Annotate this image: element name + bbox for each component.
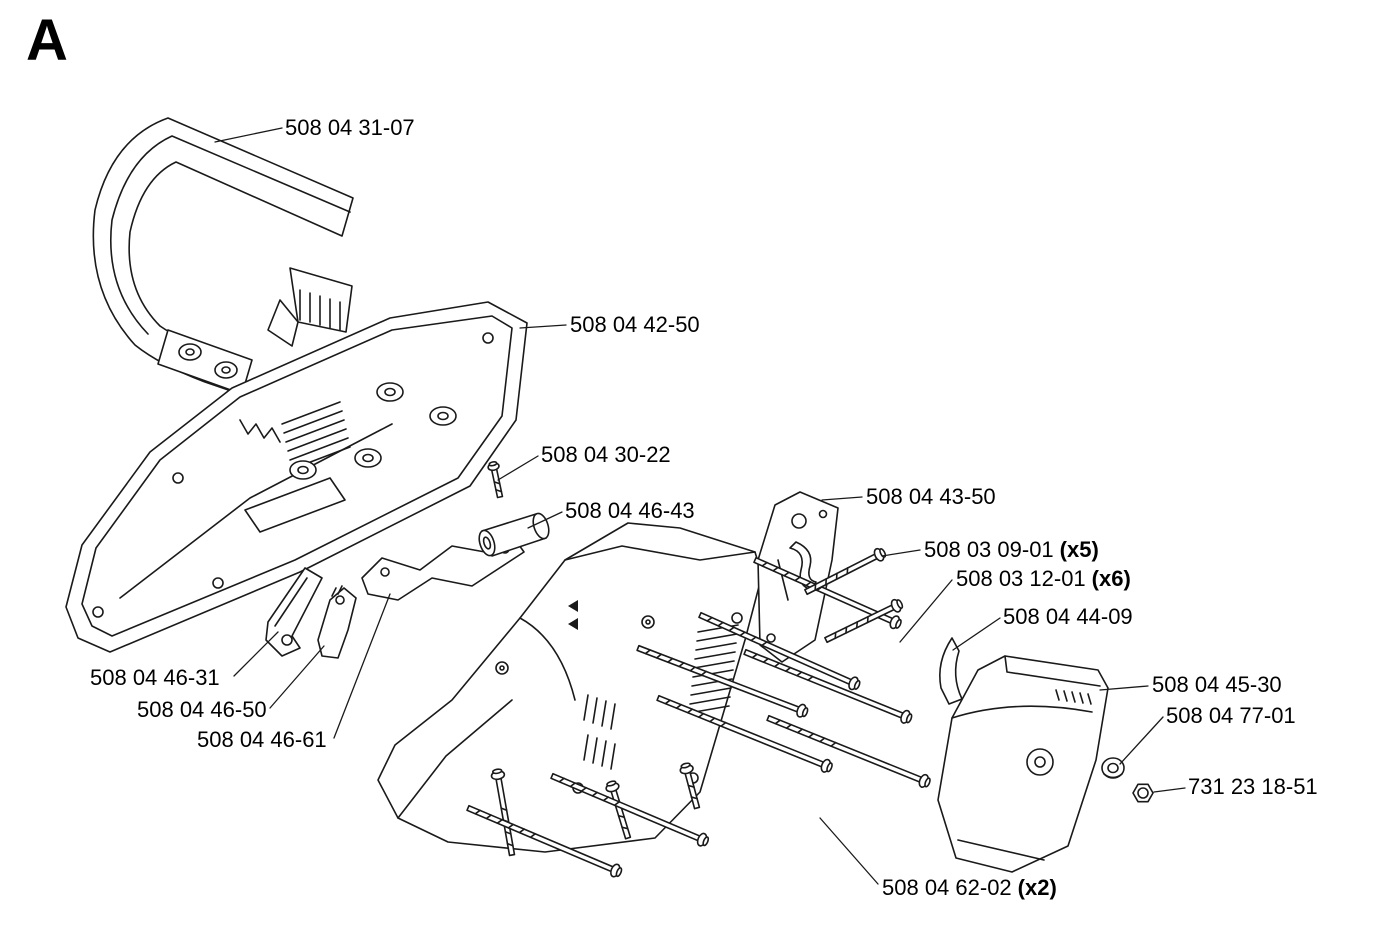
part-label-top-cover: 508 04 42-50 — [570, 312, 700, 337]
part-label-bracket: 508 04 44-09 — [1003, 604, 1133, 629]
side-cover-drawing — [937, 655, 1109, 873]
part-label-trigger-lockout: 508 04 46-31 — [90, 665, 220, 690]
screws-drawing — [466, 461, 931, 878]
nut-drawing — [1132, 783, 1154, 803]
top-cover-drawing — [65, 301, 528, 653]
leader-lines — [214, 127, 1186, 885]
part-label-screw-09-01: 508 03 09-01(x5) — [924, 537, 1099, 562]
part-label-screw-12-01: 508 03 12-01(x6) — [956, 566, 1131, 591]
section-letter: A — [26, 8, 68, 73]
part-label-trigger: 508 04 46-50 — [137, 697, 267, 722]
part-label-damper-cylinder: 508 04 46-43 — [565, 498, 695, 523]
part-label-side-cover: 508 04 45-30 — [1152, 672, 1282, 697]
part-label-grommet: 508 04 77-01 — [1166, 703, 1296, 728]
bracket-drawing — [939, 637, 963, 705]
part-label-throttle-rod: 508 04 46-61 — [197, 727, 327, 752]
part-label-long-screw: 508 04 62-02(x2) — [882, 875, 1057, 900]
part-label-nut: 731 23 18-51 — [1188, 774, 1318, 799]
part-label-rear-plate: 508 04 43-50 — [866, 484, 996, 509]
grommet-drawing — [1101, 757, 1125, 779]
part-label-front-handle: 508 04 31-07 — [285, 115, 415, 140]
part-label-small-screw: 508 04 30-22 — [541, 442, 671, 467]
trigger-parts-drawing — [265, 567, 357, 659]
